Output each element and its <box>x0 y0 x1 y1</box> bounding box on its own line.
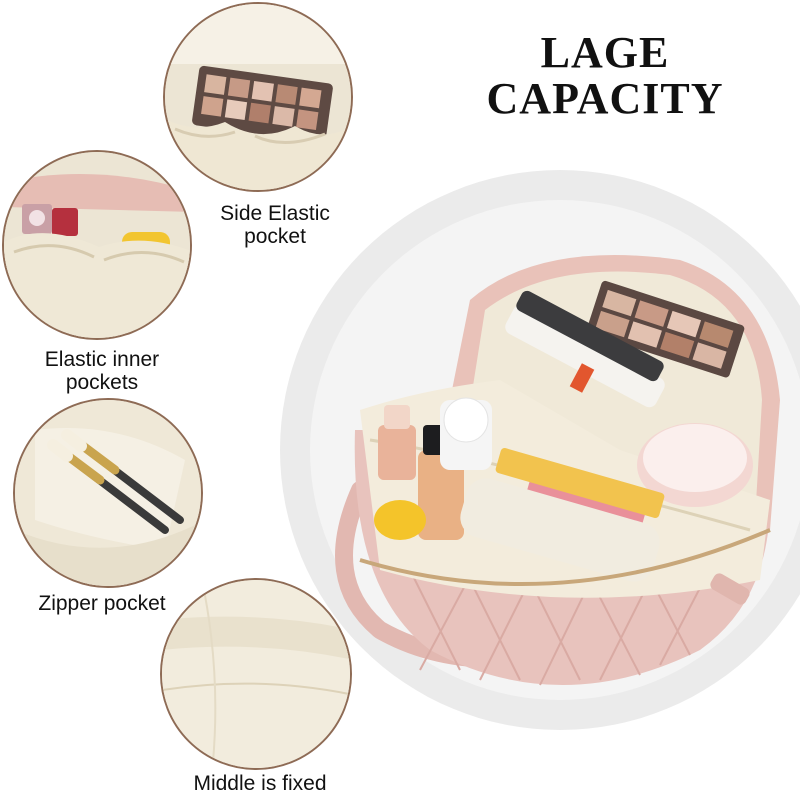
caption-inner-line-1: Elastic inner <box>44 348 160 371</box>
inner-pockets-illustration <box>4 152 190 338</box>
caption-middle-fixed: Middle is fixed <box>160 772 360 794</box>
side-pocket-illustration <box>165 4 351 190</box>
headline-line-2: CAPACITY <box>486 74 724 123</box>
detail-side-elastic-pocket <box>163 2 353 192</box>
caption-elastic-inner-pockets: Elastic inner pockets <box>22 348 182 394</box>
headline: LAGE CAPACITY <box>470 30 740 122</box>
caption-zipper-pocket: Zipper pocket <box>12 592 192 615</box>
caption-side-line-2: pocket <box>244 225 306 248</box>
cosmetic-bag-product <box>300 200 800 720</box>
caption-side-line-1: Side Elastic <box>220 202 330 225</box>
cosmetic-bag-illustration <box>335 255 780 686</box>
caption-inner-line-2: pockets <box>65 371 139 394</box>
middle-divider-illustration <box>162 580 350 768</box>
caption-middle-line-1: Middle is fixed <box>193 772 327 794</box>
detail-middle-fixed <box>160 578 352 770</box>
detail-zipper-pocket <box>13 398 203 588</box>
caption-side-elastic-pocket: Side Elastic pocket <box>190 202 360 248</box>
zipper-pocket-illustration <box>15 400 201 586</box>
detail-elastic-inner-pockets <box>2 150 192 340</box>
caption-zipper-line-1: Zipper pocket <box>38 592 166 615</box>
headline-line-1: LAGE <box>540 28 670 77</box>
